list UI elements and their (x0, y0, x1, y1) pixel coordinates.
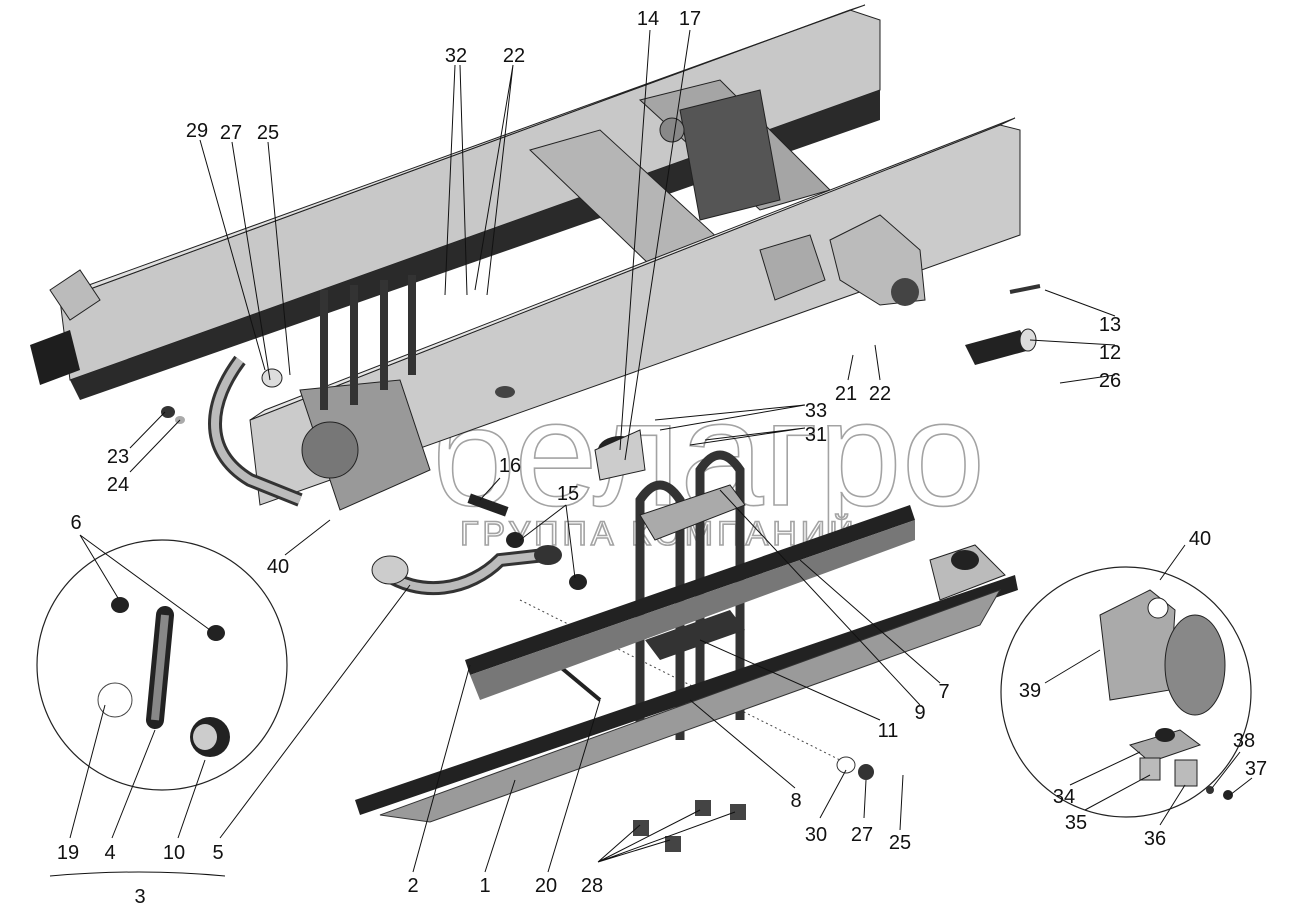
callout: 25 (889, 832, 911, 854)
callout: 32 (445, 45, 467, 67)
callout: 15 (557, 483, 579, 505)
callout: 38 (1233, 730, 1255, 752)
stabilizer-bar (208, 275, 562, 596)
inset-circle-left (36, 539, 288, 877)
callout: 22 (869, 383, 891, 405)
leader-lines (69, 29, 1253, 873)
callout: 39 (1019, 680, 1041, 702)
callout: 7 (938, 681, 949, 703)
callout: 33 (805, 400, 827, 422)
callout: 28 (581, 875, 603, 897)
callout: 40 (1189, 528, 1211, 550)
callout: 24 (107, 474, 129, 496)
callout: 11 (878, 720, 899, 742)
callout: 12 (1099, 342, 1121, 364)
callout: 36 (1144, 828, 1166, 850)
callout: 4 (104, 842, 115, 864)
callout: 37 (1245, 758, 1267, 780)
callout: 27 (851, 824, 873, 846)
callout: 26 (1099, 370, 1121, 392)
callout: 29 (186, 120, 208, 142)
callout: 8 (790, 790, 801, 812)
callout: 1 (479, 875, 490, 897)
callout: 10 (163, 842, 185, 864)
callout: 16 (499, 455, 521, 477)
callout: 17 (679, 8, 701, 30)
callout: 21 (835, 383, 857, 405)
leaf-spring-main (355, 544, 1018, 823)
u-bolts (635, 450, 746, 740)
callout: 23 (107, 446, 129, 468)
callout: 9 (914, 702, 925, 724)
callout: 35 (1065, 812, 1087, 834)
inset-circle-right (1000, 566, 1252, 818)
callout-labels: 14 17 32 22 29 27 25 13 12 21 22 26 33 3… (57, 8, 1267, 908)
callout: 34 (1053, 786, 1075, 808)
callout: 14 (637, 8, 659, 30)
callout: 22 (503, 45, 525, 67)
callout: 27 (220, 122, 242, 144)
callout: 6 (70, 512, 81, 534)
callout: 5 (212, 842, 223, 864)
callout: 25 (257, 122, 279, 144)
callout: 31 (805, 424, 827, 446)
callout: 13 (1099, 314, 1121, 336)
callout: 20 (535, 875, 557, 897)
callout: 19 (57, 842, 79, 864)
callout: 30 (805, 824, 827, 846)
leaf-spring-upper (465, 505, 915, 700)
callout: 2 (407, 875, 418, 897)
callout: 40 (267, 556, 289, 578)
cross-members (529, 79, 831, 266)
callout: 3 (134, 886, 145, 908)
